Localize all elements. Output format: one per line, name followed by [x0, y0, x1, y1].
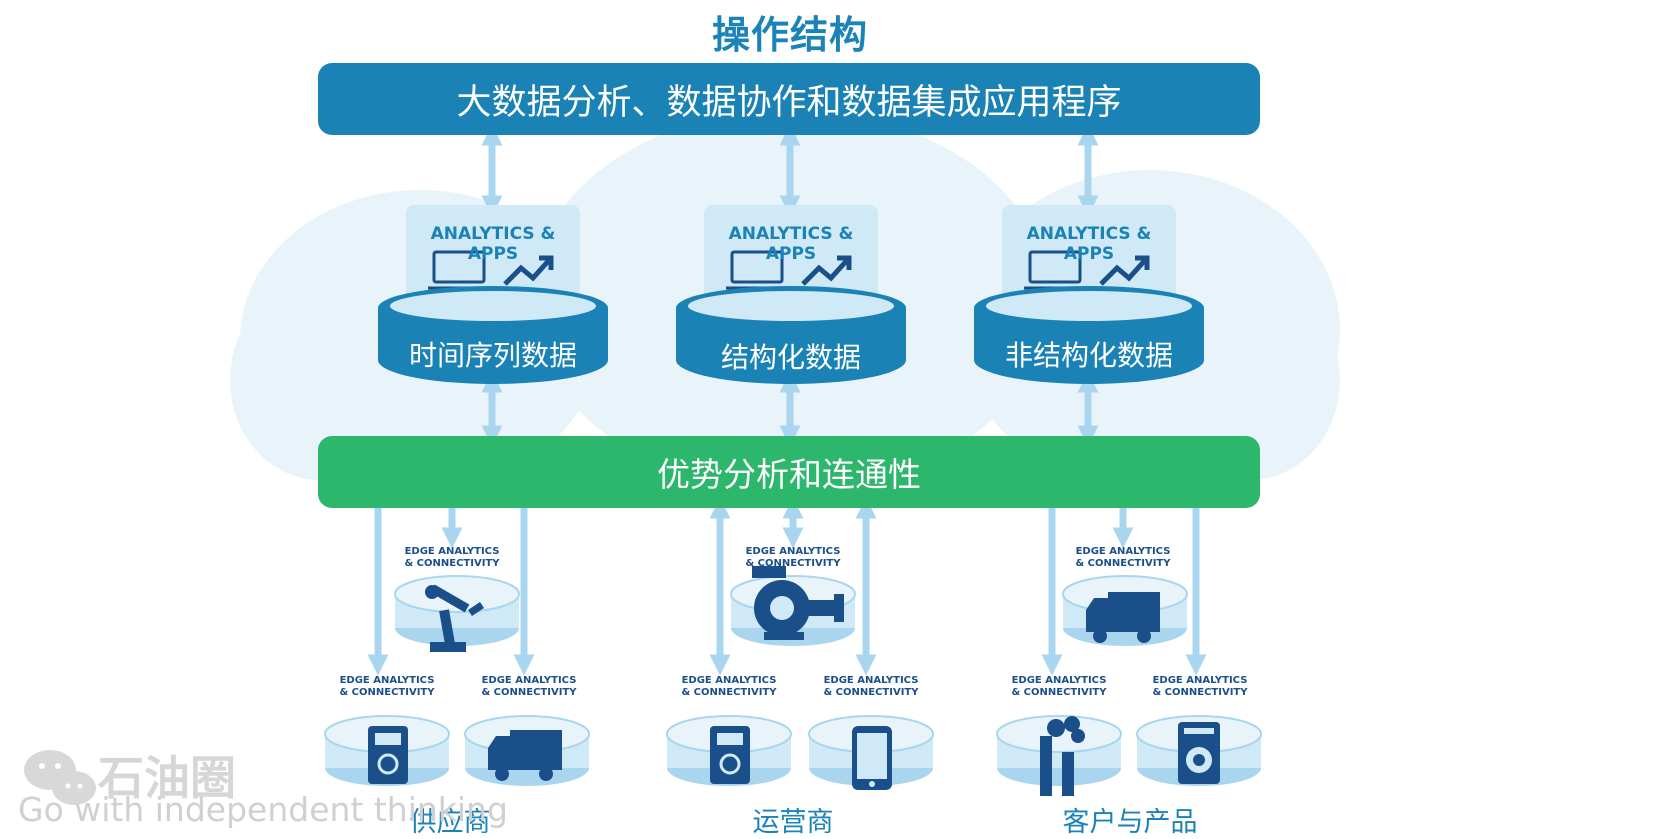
robot-arm-icon — [425, 584, 484, 652]
analytics-card-2 — [704, 205, 878, 315]
edge-label: EDGE ANALYTICS& CONNECTIVITY — [1011, 675, 1107, 698]
trend-up-icon — [503, 255, 554, 286]
db-label-structured: 结构化数据 — [720, 341, 861, 374]
factory-icon — [1040, 716, 1085, 796]
meter-icon — [710, 726, 750, 784]
edge-analytics-bar: 优势分析和连通性 — [318, 436, 1260, 508]
edge-ring-1-center — [394, 575, 520, 647]
edge-label: EDGE ANALYTICS& CONNECTIVITY — [404, 546, 500, 569]
card-title-2: ANALYTICS & APPS — [728, 224, 854, 264]
db-label-time-series: 时间序列数据 — [408, 339, 577, 372]
pump-icon — [752, 566, 844, 640]
card-title-3: ANALYTICS & APPS — [1026, 224, 1152, 264]
trend-up-icon — [1099, 255, 1150, 286]
group-label-suppliers: 供应商 — [409, 807, 491, 838]
edge-label: EDGE ANALYTICS& CONNECTIVITY — [823, 675, 919, 698]
edge-label: EDGE ANALYTICS& CONNECTIVITY — [1152, 675, 1248, 698]
group-label-operators: 运营商 — [752, 807, 834, 838]
watermark-name: 石油圈 — [98, 751, 236, 805]
group-label-customers: 客户与产品 — [1062, 807, 1198, 838]
edge-label: EDGE ANALYTICS& CONNECTIVITY — [481, 675, 577, 698]
truck-icon — [1086, 592, 1160, 643]
edge-label: EDGE ANALYTICS& CONNECTIVITY — [339, 675, 435, 698]
wechat-icon — [24, 750, 96, 805]
database-cylinder-2 — [676, 286, 906, 384]
top-arrows — [481, 124, 1099, 447]
edge-label: EDGE ANALYTICS& CONNECTIVITY — [1075, 546, 1171, 569]
database-cylinder-3 — [974, 286, 1204, 384]
db-label-unstructured: 非结构化数据 — [1004, 339, 1173, 372]
card-title-1: ANALYTICS & APPS — [430, 224, 556, 264]
diagram-title: 操作结构 — [711, 13, 868, 57]
phone-icon — [852, 726, 892, 790]
applications-bar: 大数据分析、数据协作和数据集成应用程序 — [318, 63, 1260, 135]
meter-icon — [368, 726, 408, 784]
truck-icon — [488, 730, 562, 781]
watermark-slogan: Go with independent thinking — [18, 790, 508, 829]
trend-up-icon — [801, 255, 852, 286]
edge-label: EDGE ANALYTICS& CONNECTIVITY — [745, 546, 841, 569]
washing-machine-icon — [1178, 722, 1220, 784]
edge-label: EDGE ANALYTICS& CONNECTIVITY — [681, 675, 777, 698]
database-cylinder-1 — [378, 286, 608, 384]
